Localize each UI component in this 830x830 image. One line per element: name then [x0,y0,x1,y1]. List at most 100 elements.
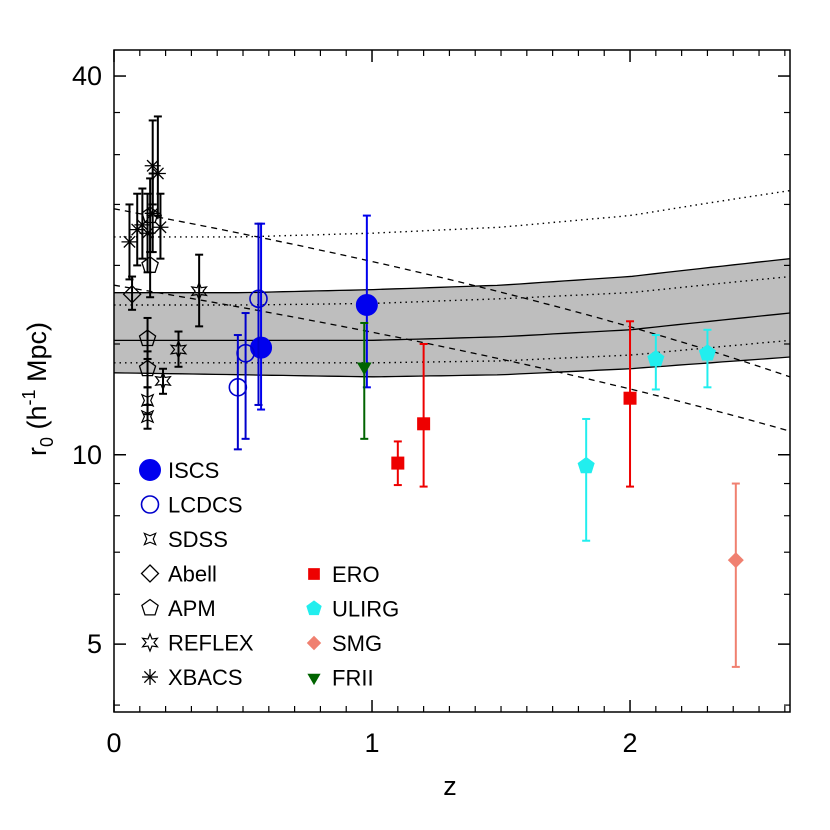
sdss-point [140,409,155,424]
legend-item-ero: ERO [308,562,380,587]
legend-item-reflex: REFLEX [141,631,254,656]
dashed-line-0 [114,208,790,378]
confidence-band [114,258,790,378]
lcdcs-point [236,343,255,363]
y-label-close: Mpc) [22,322,52,390]
band-fill [114,258,790,377]
xbacs-point-arm [146,207,159,220]
abell-point [122,284,142,304]
legend-marker [306,635,322,651]
sdss-point [140,393,155,408]
legend-item-abell: Abell [140,562,217,587]
legend-marker-arm [143,670,157,684]
legend-label: ERO [332,562,380,587]
band-lower-line [114,356,790,378]
legend-label: REFLEX [168,631,254,656]
series-frii [356,321,372,440]
legend-label: FRII [332,666,374,691]
legend-marker [307,673,321,686]
legend-label: ULIRG [332,597,399,622]
series-sdss [140,386,155,430]
reflex-point [190,281,208,302]
series-abell [122,275,142,311]
reflex-point [169,339,188,360]
smg-point [727,552,744,569]
legend-label: SDSS [168,527,228,552]
y-tick-label: 5 [87,629,102,659]
legend-label: ISCS [168,458,219,483]
apm-errorbar [143,316,152,360]
ero-errorbar [419,342,428,488]
x-tick-label: 1 [364,728,379,758]
ero-point [391,456,405,470]
x-tick-label: 0 [106,728,121,758]
legend-label: Abell [168,562,217,587]
apm-point [138,329,157,347]
legend-label: SMG [332,631,382,656]
legend-marker [141,598,159,616]
y-label-sup: -1 [19,389,39,405]
legend-label: LCDCS [168,493,243,518]
ulirg-errorbar [582,417,591,542]
ulirg-point [647,350,665,367]
legend-marker [140,495,160,514]
reflex-errorbar [195,253,204,328]
ero-point [417,417,431,431]
xbacs-point-arm [154,221,167,234]
xbacs-point [149,165,166,182]
legend-item-xbacs: XBACS [142,665,243,690]
xbacs-point-arm [123,235,136,248]
dashed-line-1 [114,284,790,432]
smg-errorbar [731,482,740,668]
ulirg-point [577,456,595,474]
series-iscs [250,214,378,411]
legend-label: APM [168,596,216,621]
lcdcs-point [249,289,268,309]
iscs-point [355,294,378,317]
reflex-errorbar [174,330,183,368]
ero-point [623,391,637,405]
dotted-curve-0 [114,189,790,238]
series-ulirg [577,328,716,542]
legend-marker [141,632,159,653]
legend-item-smg: SMG [306,631,382,656]
legend-marker [139,459,161,481]
y-axis-label: r0 (h-1 Mpc) [19,322,57,456]
y-tick-label: 40 [72,61,102,91]
y-label-main: r [22,447,52,456]
xbacs-point [121,233,138,250]
lcdcs-errorbar [241,312,250,440]
model-curves [114,189,790,432]
data-points [121,115,744,668]
reflex-point [154,370,172,392]
legend-item-ulirg: ULIRG [306,597,399,622]
y-label-sub: 0 [37,437,57,447]
plot-frame [113,49,791,713]
legend-item-frii: FRII [307,666,374,691]
xbacs-point-arm [146,159,159,172]
y-tick-label: 10 [72,440,102,470]
legend-item-lcdcs: LCDCS [140,493,243,518]
frii-errorbar [360,321,369,440]
x-tick-label: 2 [623,728,638,758]
xbacs-point-arm [151,167,164,180]
series-reflex [154,253,208,395]
iscs-point [250,336,273,359]
sdss-errorbar [143,403,152,430]
x-axis-label: z [443,771,457,801]
legend-item-iscs: ISCS [139,458,219,483]
frii-point [356,362,372,376]
y-label-open: (h [22,405,52,437]
legend-marker [306,600,322,616]
legend-item-sdss: SDSS [143,527,228,552]
legend-item-apm: APM [141,596,216,621]
xbacs-point [152,219,169,236]
legend-marker [142,669,158,685]
xbacs-point-arm [141,227,154,240]
series-smg [727,482,744,668]
legend-marker [140,564,160,583]
band-mid-line [114,312,790,342]
